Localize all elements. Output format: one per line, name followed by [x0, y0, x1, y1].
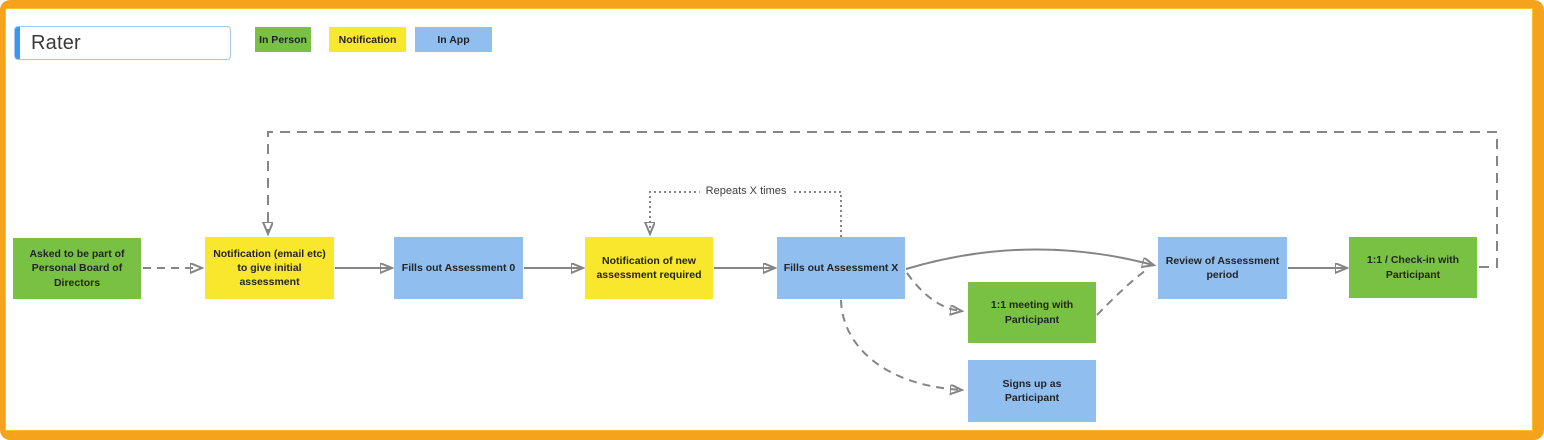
edge-repeats-loop	[650, 191, 842, 237]
node-label: Fills out Assessment 0	[401, 261, 516, 274]
node-notification-new[interactable]: Notification of new assessment required	[585, 237, 713, 299]
edge-assessmentx-to-meeting	[906, 272, 961, 311]
node-signs-up-participant[interactable]: Signs up as Participant	[968, 360, 1096, 422]
legend-item-in-app[interactable]: In App	[415, 27, 492, 52]
legend-label: Notification	[338, 33, 397, 46]
legend-item-in-person[interactable]: In Person	[255, 27, 311, 52]
node-meeting-participant[interactable]: 1:1 meeting with Participant	[968, 282, 1096, 343]
node-label: 1:1 / Check-in with Participant	[1366, 254, 1460, 281]
node-review-period[interactable]: Review of Assessment period	[1158, 237, 1287, 299]
legend-item-notification[interactable]: Notification	[329, 27, 406, 52]
node-label: Notification of new assessment required	[596, 254, 702, 281]
diagram-title-box[interactable]: Rater	[14, 26, 231, 60]
node-label: Review of Assessment period	[1165, 254, 1280, 281]
node-label: 1:1 meeting with Participant	[990, 299, 1074, 326]
diagram-title: Rater	[31, 31, 81, 54]
node-label: Fills out Assessment X	[783, 261, 899, 274]
legend-label: In App	[437, 33, 470, 46]
node-notification-initial[interactable]: Notification (email etc) to give initial…	[205, 237, 334, 299]
repeat-label: Repeats X times	[699, 185, 793, 197]
edge-assessmentx-to-signsup	[840, 299, 961, 390]
node-label: Asked to be part of Personal Board of Di…	[29, 248, 125, 289]
edge-assessmentx-to-review	[905, 248, 1153, 270]
node-label: Signs up as Participant	[1002, 377, 1062, 404]
title-accent-bar	[15, 27, 20, 59]
node-fills-assessment-0[interactable]: Fills out Assessment 0	[394, 237, 523, 299]
legend-label: In Person	[259, 33, 307, 46]
edge-meeting-to-review	[1096, 267, 1150, 316]
node-fills-assessment-x[interactable]: Fills out Assessment X	[777, 237, 905, 299]
node-label: Notification (email etc) to give initial…	[213, 247, 326, 289]
edge-checkin-loopback	[268, 131, 1498, 268]
node-checkin-participant[interactable]: 1:1 / Check-in with Participant	[1349, 237, 1477, 298]
node-asked-to-be-part[interactable]: Asked to be part of Personal Board of Di…	[13, 238, 141, 299]
